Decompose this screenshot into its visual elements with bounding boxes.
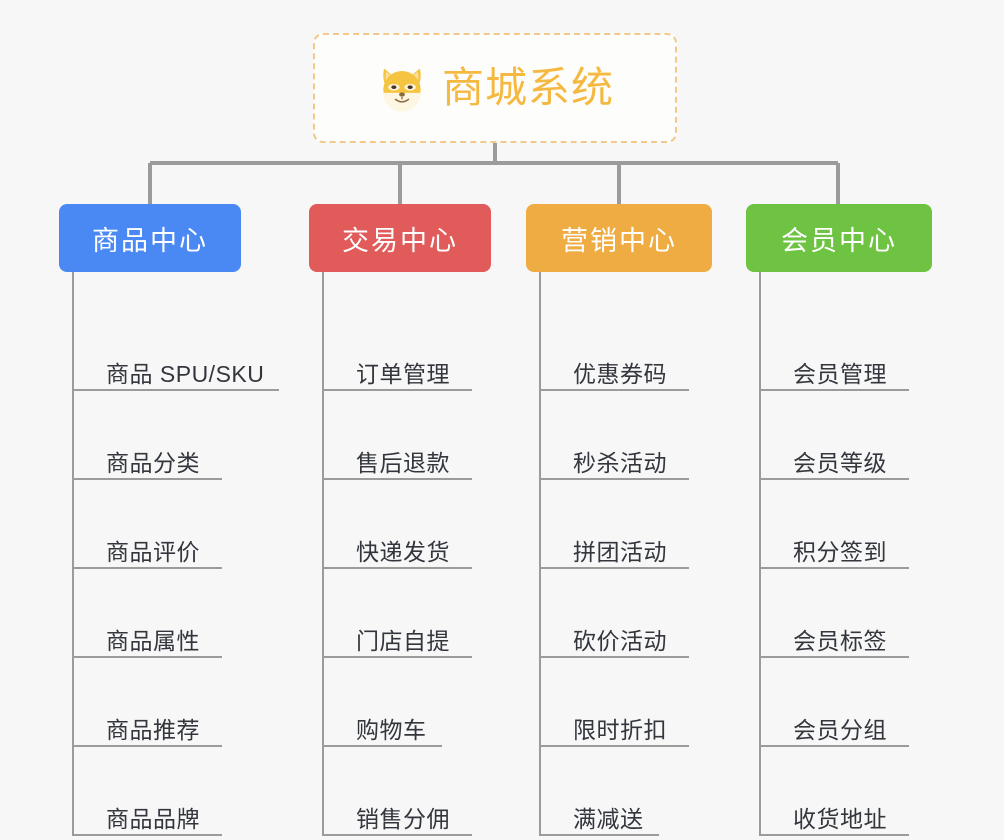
leaf-item[interactable]: 商品品牌 — [74, 747, 241, 836]
leaf-list-0: 商品 SPU/SKU 商品分类 商品评价 商品属性 商品推荐 商品品牌 — [72, 272, 279, 836]
leaf-label: 砍价活动 — [573, 627, 667, 654]
leaf-item[interactable]: 秒杀活动 — [541, 391, 708, 480]
leaf-label: 商品评价 — [106, 538, 200, 565]
leaf-item[interactable]: 拼团活动 — [541, 480, 708, 569]
leaf-label: 拼团活动 — [573, 538, 667, 565]
leaf-item[interactable]: 快递发货 — [324, 480, 491, 569]
leaf-item[interactable]: 销售分佣 — [324, 747, 491, 836]
leaf-item[interactable]: 商品推荐 — [74, 658, 241, 747]
leaf-label: 订单管理 — [356, 360, 450, 387]
category-label-2: 营销中心 — [561, 225, 677, 256]
leaf-item[interactable]: 订单管理 — [324, 302, 491, 391]
leaf-label: 秒杀活动 — [573, 449, 667, 476]
leaf-label: 收货地址 — [793, 805, 887, 832]
leaf-item[interactable]: 会员管理 — [761, 302, 928, 391]
leaf-item[interactable]: 商品评价 — [74, 480, 241, 569]
leaf-label: 积分签到 — [793, 538, 887, 565]
root-title: 商城系统 — [441, 64, 614, 111]
leaf-list-3: 会员管理 会员等级 积分签到 会员标签 会员分组 收货地址 — [759, 272, 928, 836]
leaf-item[interactable]: 购物车 — [324, 658, 491, 747]
leaf-item[interactable]: 商品 SPU/SKU — [74, 302, 279, 391]
leaf-label: 会员标签 — [793, 627, 887, 654]
category-label-3: 会员中心 — [781, 225, 897, 256]
root-node[interactable]: 商城系统 — [313, 33, 677, 143]
leaf-item[interactable]: 砍价活动 — [541, 569, 708, 658]
leaf-label: 销售分佣 — [356, 805, 450, 832]
category-header-0[interactable]: 商品中心 — [59, 204, 241, 272]
leaf-label: 商品属性 — [106, 627, 200, 654]
leaf-item[interactable]: 优惠券码 — [541, 302, 708, 391]
branch-column-3: 会员中心 会员管理 会员等级 积分签到 会员标签 会员分组 收货地址 — [746, 204, 932, 836]
leaf-label: 售后退款 — [356, 449, 450, 476]
category-label-0: 商品中心 — [92, 225, 208, 256]
category-header-2[interactable]: 营销中心 — [526, 204, 712, 272]
leaf-label: 商品品牌 — [106, 805, 200, 832]
leaf-list-2: 优惠券码 秒杀活动 拼团活动 砍价活动 限时折扣 满减送 — [539, 272, 708, 836]
leaf-label: 快递发货 — [356, 538, 450, 565]
branch-column-1: 交易中心 订单管理 售后退款 快递发货 门店自提 购物车 销售分佣 — [309, 204, 491, 836]
leaf-label: 优惠券码 — [573, 360, 667, 387]
leaf-item[interactable]: 满减送 — [541, 747, 708, 836]
leaf-item[interactable]: 会员等级 — [761, 391, 928, 480]
leaf-label: 门店自提 — [356, 627, 450, 654]
leaf-label: 购物车 — [356, 716, 427, 743]
shiba-dog-face-icon — [383, 68, 421, 112]
category-header-3[interactable]: 会员中心 — [746, 204, 932, 272]
category-header-1[interactable]: 交易中心 — [309, 204, 491, 272]
leaf-item[interactable]: 限时折扣 — [541, 658, 708, 747]
branch-column-0: 商品中心 商品 SPU/SKU 商品分类 商品评价 商品属性 商品推荐 商品品牌 — [59, 204, 279, 836]
leaf-item[interactable]: 会员分组 — [761, 658, 928, 747]
branch-column-2: 营销中心 优惠券码 秒杀活动 拼团活动 砍价活动 限时折扣 满减送 — [526, 204, 712, 836]
leaf-label: 商品 SPU/SKU — [106, 360, 265, 387]
leaf-item[interactable]: 售后退款 — [324, 391, 491, 480]
category-label-1: 交易中心 — [342, 225, 458, 256]
leaf-label: 商品推荐 — [106, 716, 200, 743]
leaf-item[interactable]: 收货地址 — [761, 747, 928, 836]
leaf-label: 限时折扣 — [573, 716, 667, 743]
leaf-list-1: 订单管理 售后退款 快递发货 门店自提 购物车 销售分佣 — [322, 272, 491, 836]
leaf-item[interactable]: 商品属性 — [74, 569, 241, 658]
leaf-label: 会员等级 — [793, 449, 887, 476]
leaf-item[interactable]: 积分签到 — [761, 480, 928, 569]
leaf-item[interactable]: 商品分类 — [74, 391, 241, 480]
leaf-label: 会员分组 — [793, 716, 887, 743]
leaf-item[interactable]: 会员标签 — [761, 569, 928, 658]
leaf-label: 商品分类 — [106, 449, 200, 476]
leaf-item[interactable]: 门店自提 — [324, 569, 491, 658]
leaf-label: 满减送 — [573, 805, 644, 832]
leaf-label: 会员管理 — [793, 360, 887, 387]
